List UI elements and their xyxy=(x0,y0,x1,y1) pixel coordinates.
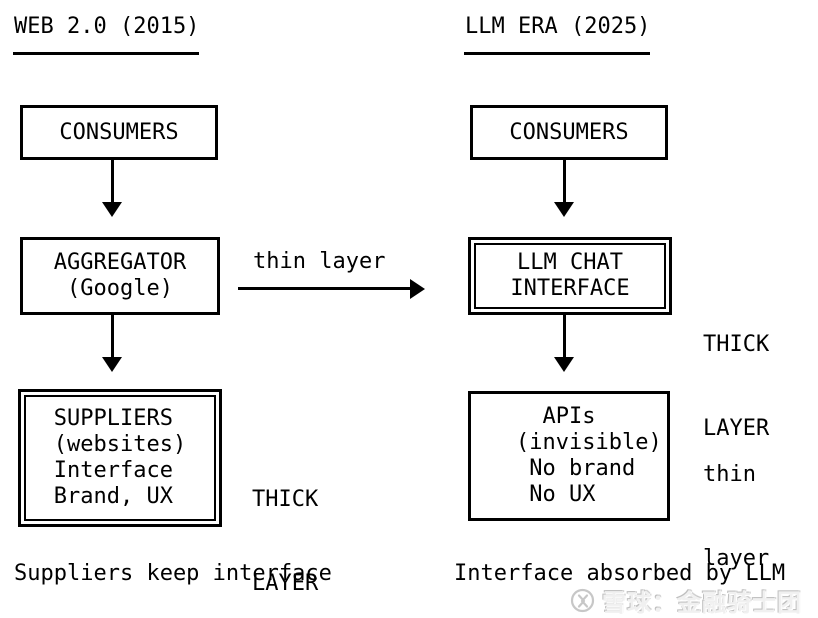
thick-layer-label-web2: THICK LAYER xyxy=(252,430,318,618)
title-underline-web2 xyxy=(13,52,199,55)
thick-layer-llm-line-2: LAYER xyxy=(703,416,770,441)
thin-layer-label-apis: thin layer xyxy=(703,405,769,618)
aggregator-box-text: AGGREGATOR (Google) xyxy=(54,250,186,302)
consumers-label-llm: CONSUMERS xyxy=(509,119,629,145)
arrow-aggregator-to-suppliers-head xyxy=(102,357,122,372)
consumers-box-llm: CONSUMERS xyxy=(470,105,668,160)
aggregator-box: AGGREGATOR (Google) xyxy=(20,237,220,315)
watermark: 雪球：金融骑士团 xyxy=(570,583,802,618)
arrow-llmchat-to-apis-head xyxy=(554,357,574,372)
apis-box: APIs (invisible) No brand No UX xyxy=(468,391,670,521)
arrow-aggregator-to-llm-line xyxy=(238,287,410,290)
column-title-web2: WEB 2.0 (2015) xyxy=(14,14,200,39)
caption-llm-era: Interface absorbed by LLM xyxy=(454,561,786,586)
arrow-aggregator-to-llm-head xyxy=(410,279,425,299)
thin-layer-arrow-label: thin layer xyxy=(253,249,386,274)
apis-line-1: APIs xyxy=(542,404,596,429)
column-title-llm-era: LLM ERA (2025) xyxy=(465,14,651,39)
watermark-text: 雪球：金融骑士团 xyxy=(602,589,802,617)
apis-box-text: APIs (invisible) No brand No UX xyxy=(516,404,662,508)
suppliers-line-1: SUPPLIERS xyxy=(53,406,173,431)
llm-chat-box-text: LLM CHAT INTERFACE xyxy=(510,250,629,302)
suppliers-box-text: SUPPLIERS (websites) Interface Brand, UX xyxy=(54,406,186,510)
suppliers-line-3: Interface xyxy=(53,458,173,483)
xueqiu-snowball-logo-icon xyxy=(570,588,596,614)
llm-chat-line-1: LLM CHAT xyxy=(517,250,623,275)
thin-layer-apis-line-1: thin xyxy=(703,462,756,487)
llm-chat-interface-box: LLM CHAT INTERFACE xyxy=(468,237,672,315)
caption-web2: Suppliers keep interface xyxy=(14,561,332,586)
thick-layer-web2-line-1: THICK xyxy=(252,487,319,512)
suppliers-box-inner: SUPPLIERS (websites) Interface Brand, UX xyxy=(24,395,216,521)
arrow-consumers-to-aggregator-head xyxy=(102,202,122,217)
consumers-label-web2: CONSUMERS xyxy=(59,119,179,145)
suppliers-box: SUPPLIERS (websites) Interface Brand, UX xyxy=(18,389,222,527)
llm-chat-interface-box-inner: LLM CHAT INTERFACE xyxy=(474,243,666,309)
suppliers-line-2: (websites) xyxy=(53,432,187,457)
apis-line-2: (invisible) xyxy=(516,430,662,455)
thick-layer-label-llm: THICK LAYER xyxy=(703,275,769,499)
arrow-aggregator-to-suppliers-line xyxy=(111,315,114,358)
thin-layer-apis-line-2: layer xyxy=(703,546,770,571)
apis-line-3: No brand xyxy=(529,456,636,481)
arrow-consumers-to-llmchat-line xyxy=(563,160,566,203)
thick-layer-llm-line-1: THICK xyxy=(703,332,770,357)
aggregator-line-1: AGGREGATOR xyxy=(53,250,187,275)
thick-layer-web2-line-2: LAYER xyxy=(252,571,319,596)
consumers-box-web2: CONSUMERS xyxy=(20,105,218,160)
aggregator-line-2: (Google) xyxy=(67,276,173,301)
arrow-consumers-to-llmchat-head xyxy=(554,202,574,217)
arrow-consumers-to-aggregator-line xyxy=(111,160,114,203)
suppliers-line-4: Brand, UX xyxy=(53,484,173,509)
llm-chat-line-2: INTERFACE xyxy=(510,276,630,301)
arrow-llmchat-to-apis-line xyxy=(563,315,566,358)
title-underline-llm-era xyxy=(464,52,650,55)
apis-line-4: No UX xyxy=(529,482,596,507)
